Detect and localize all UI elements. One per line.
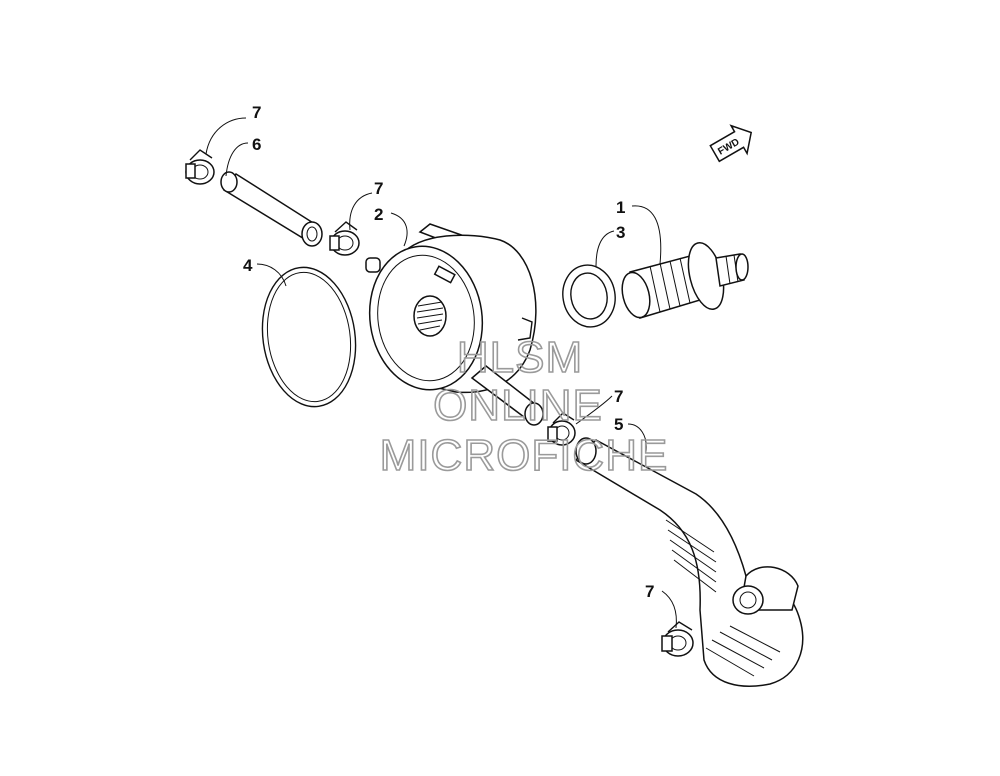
callout-7: 7	[614, 387, 623, 406]
part-6-short-hose[interactable]	[220, 171, 323, 247]
callout-4: 4	[243, 256, 253, 275]
watermark: HLSM ONLINE MICROFICHE	[379, 332, 669, 481]
fwd-arrow-icon: FWD	[709, 124, 753, 163]
callout-7: 7	[374, 179, 383, 198]
callouts: 7 6 7 2 4 1 3 7 5 7	[243, 103, 654, 601]
callout-5: 5	[614, 415, 623, 434]
callout-7: 7	[252, 103, 261, 122]
part-4-o-ring[interactable]	[254, 261, 365, 412]
watermark-line-1: HLSM	[457, 333, 583, 382]
watermark-line-3: MICROFICHE	[380, 431, 669, 480]
part-1-fitting[interactable]	[618, 239, 749, 320]
callout-3: 3	[616, 223, 625, 242]
part-2-oil-cooler[interactable]	[361, 223, 544, 426]
callout-1: 1	[616, 198, 625, 217]
watermark-line-2: ONLINE	[433, 381, 603, 430]
part-7-hose-clamp[interactable]	[547, 412, 576, 446]
callout-6: 6	[252, 135, 261, 154]
part-7-hose-clamp[interactable]	[185, 149, 215, 185]
part-7-hose-clamp[interactable]	[329, 221, 360, 256]
part-7-hose-clamp[interactable]	[661, 621, 694, 657]
callout-2: 2	[374, 205, 383, 224]
part-3-washer[interactable]	[558, 261, 620, 331]
leader-lines	[205, 117, 677, 629]
part-5-long-hose[interactable]	[574, 437, 804, 687]
callout-7: 7	[645, 582, 654, 601]
